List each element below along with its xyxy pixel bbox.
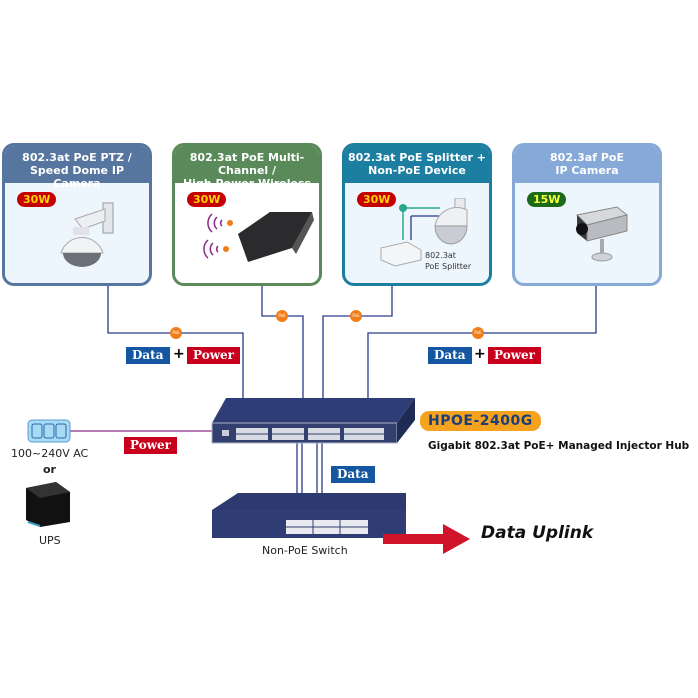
injector-hub-device: [211, 398, 415, 444]
wireless-ap-icon: [203, 212, 314, 262]
device-card-poe-splitter: 802.3at PoE Splitter + Non-PoE Device 30…: [342, 143, 492, 286]
power-badge: 30W: [187, 192, 227, 207]
data-tag-right: Data: [428, 347, 472, 364]
ups-icon: [26, 482, 70, 527]
uplink-arrow: [383, 524, 470, 554]
power-tag-left: Power: [187, 347, 240, 364]
card-title: 802.3at PoE Multi-Channel / High Power W…: [175, 146, 319, 203]
card-title: 802.3at PoE PTZ / Speed Dome IP Camera: [5, 146, 149, 190]
power-supply-tag: Power: [124, 437, 177, 454]
power-tag-right: Power: [488, 347, 541, 364]
plus-sign-right: +: [474, 346, 486, 362]
data-uplink-label: Data Uplink: [481, 523, 594, 543]
power-badge: 30W: [357, 192, 397, 207]
data-tag-switch: Data: [331, 466, 375, 483]
power-badge: 15W: [527, 192, 567, 207]
injector-model-badge: HPOE-2400G: [420, 411, 541, 431]
data-tag-left: Data: [126, 347, 170, 364]
device-card-wireless-ap: 802.3at PoE Multi-Channel / High Power W…: [172, 143, 322, 286]
box-ip-camera-icon: [575, 206, 629, 262]
poe-marker-4: PoE: [472, 327, 484, 339]
splitter-camera-icon: [380, 198, 468, 267]
device-card-ptz-camera: 802.3at PoE PTZ / Speed Dome IP Camera 3…: [2, 143, 152, 286]
power-badge: 30W: [17, 192, 57, 207]
switch-label: Non-PoE Switch: [262, 544, 348, 557]
poe-marker-1: PoE: [170, 327, 182, 339]
non-poe-switch-device: [212, 493, 406, 538]
injector-description: Gigabit 802.3at PoE+ Managed Injector Hu…: [428, 440, 690, 452]
splitter-note: 802.3at PoE Splitter: [425, 251, 472, 271]
ac-voltage-label: 100~240V AC: [11, 447, 89, 460]
or-label: or: [43, 463, 56, 476]
card-title: 802.3af PoE IP Camera: [515, 146, 659, 183]
poe-marker-3: PoE: [350, 310, 362, 322]
ptz-dome-camera-icon: [60, 202, 114, 267]
ac-outlet-icon: [27, 419, 71, 443]
poe-marker-2: PoE: [276, 310, 288, 322]
card-title: 802.3at PoE Splitter + Non-PoE Device: [345, 146, 489, 183]
device-card-ip-camera: 802.3af PoE IP Camera 15W: [512, 143, 662, 286]
plus-sign-left: +: [173, 346, 185, 362]
ups-label: UPS: [39, 534, 61, 547]
